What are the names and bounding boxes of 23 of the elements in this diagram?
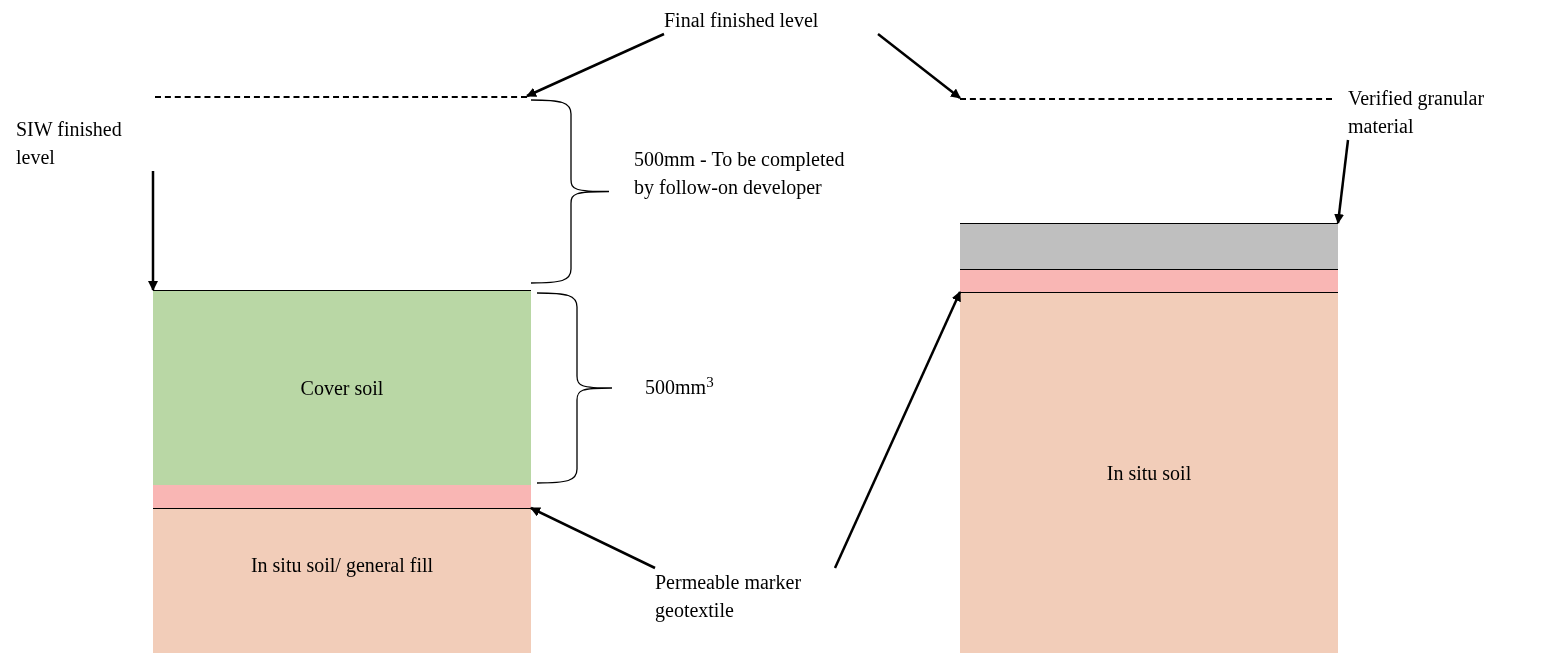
layer-label: In situ soil/ general fill — [250, 553, 434, 579]
arrow — [530, 506, 656, 570]
callout-text: Verified granular material — [1348, 84, 1520, 140]
soil-layer — [960, 292, 1338, 653]
dimension-label: 500mm$^{3}$ — [645, 373, 715, 400]
geotextile-layer — [960, 269, 1338, 292]
layer-label: In situ soil — [1106, 461, 1192, 486]
layer-label: Cover soil — [300, 376, 384, 401]
cover-soil-layer — [153, 290, 531, 485]
arrow — [1334, 139, 1350, 224]
dashed-level-line — [155, 96, 527, 98]
arrow — [526, 32, 665, 98]
callout-text: Permeable marker geotextile — [655, 568, 835, 624]
callout-text: SIW finished level — [16, 115, 156, 171]
arrow — [833, 291, 962, 569]
callout-text: Final finished level — [664, 6, 878, 34]
dashed-level-line — [960, 98, 1332, 100]
arrow — [148, 171, 158, 291]
granular-layer — [960, 223, 1338, 270]
arrow — [877, 33, 961, 99]
dimension-label: 500mm - To be completed by follow-on developer — [634, 147, 846, 201]
soil-layer — [153, 508, 531, 653]
geotextile-layer — [153, 485, 531, 508]
